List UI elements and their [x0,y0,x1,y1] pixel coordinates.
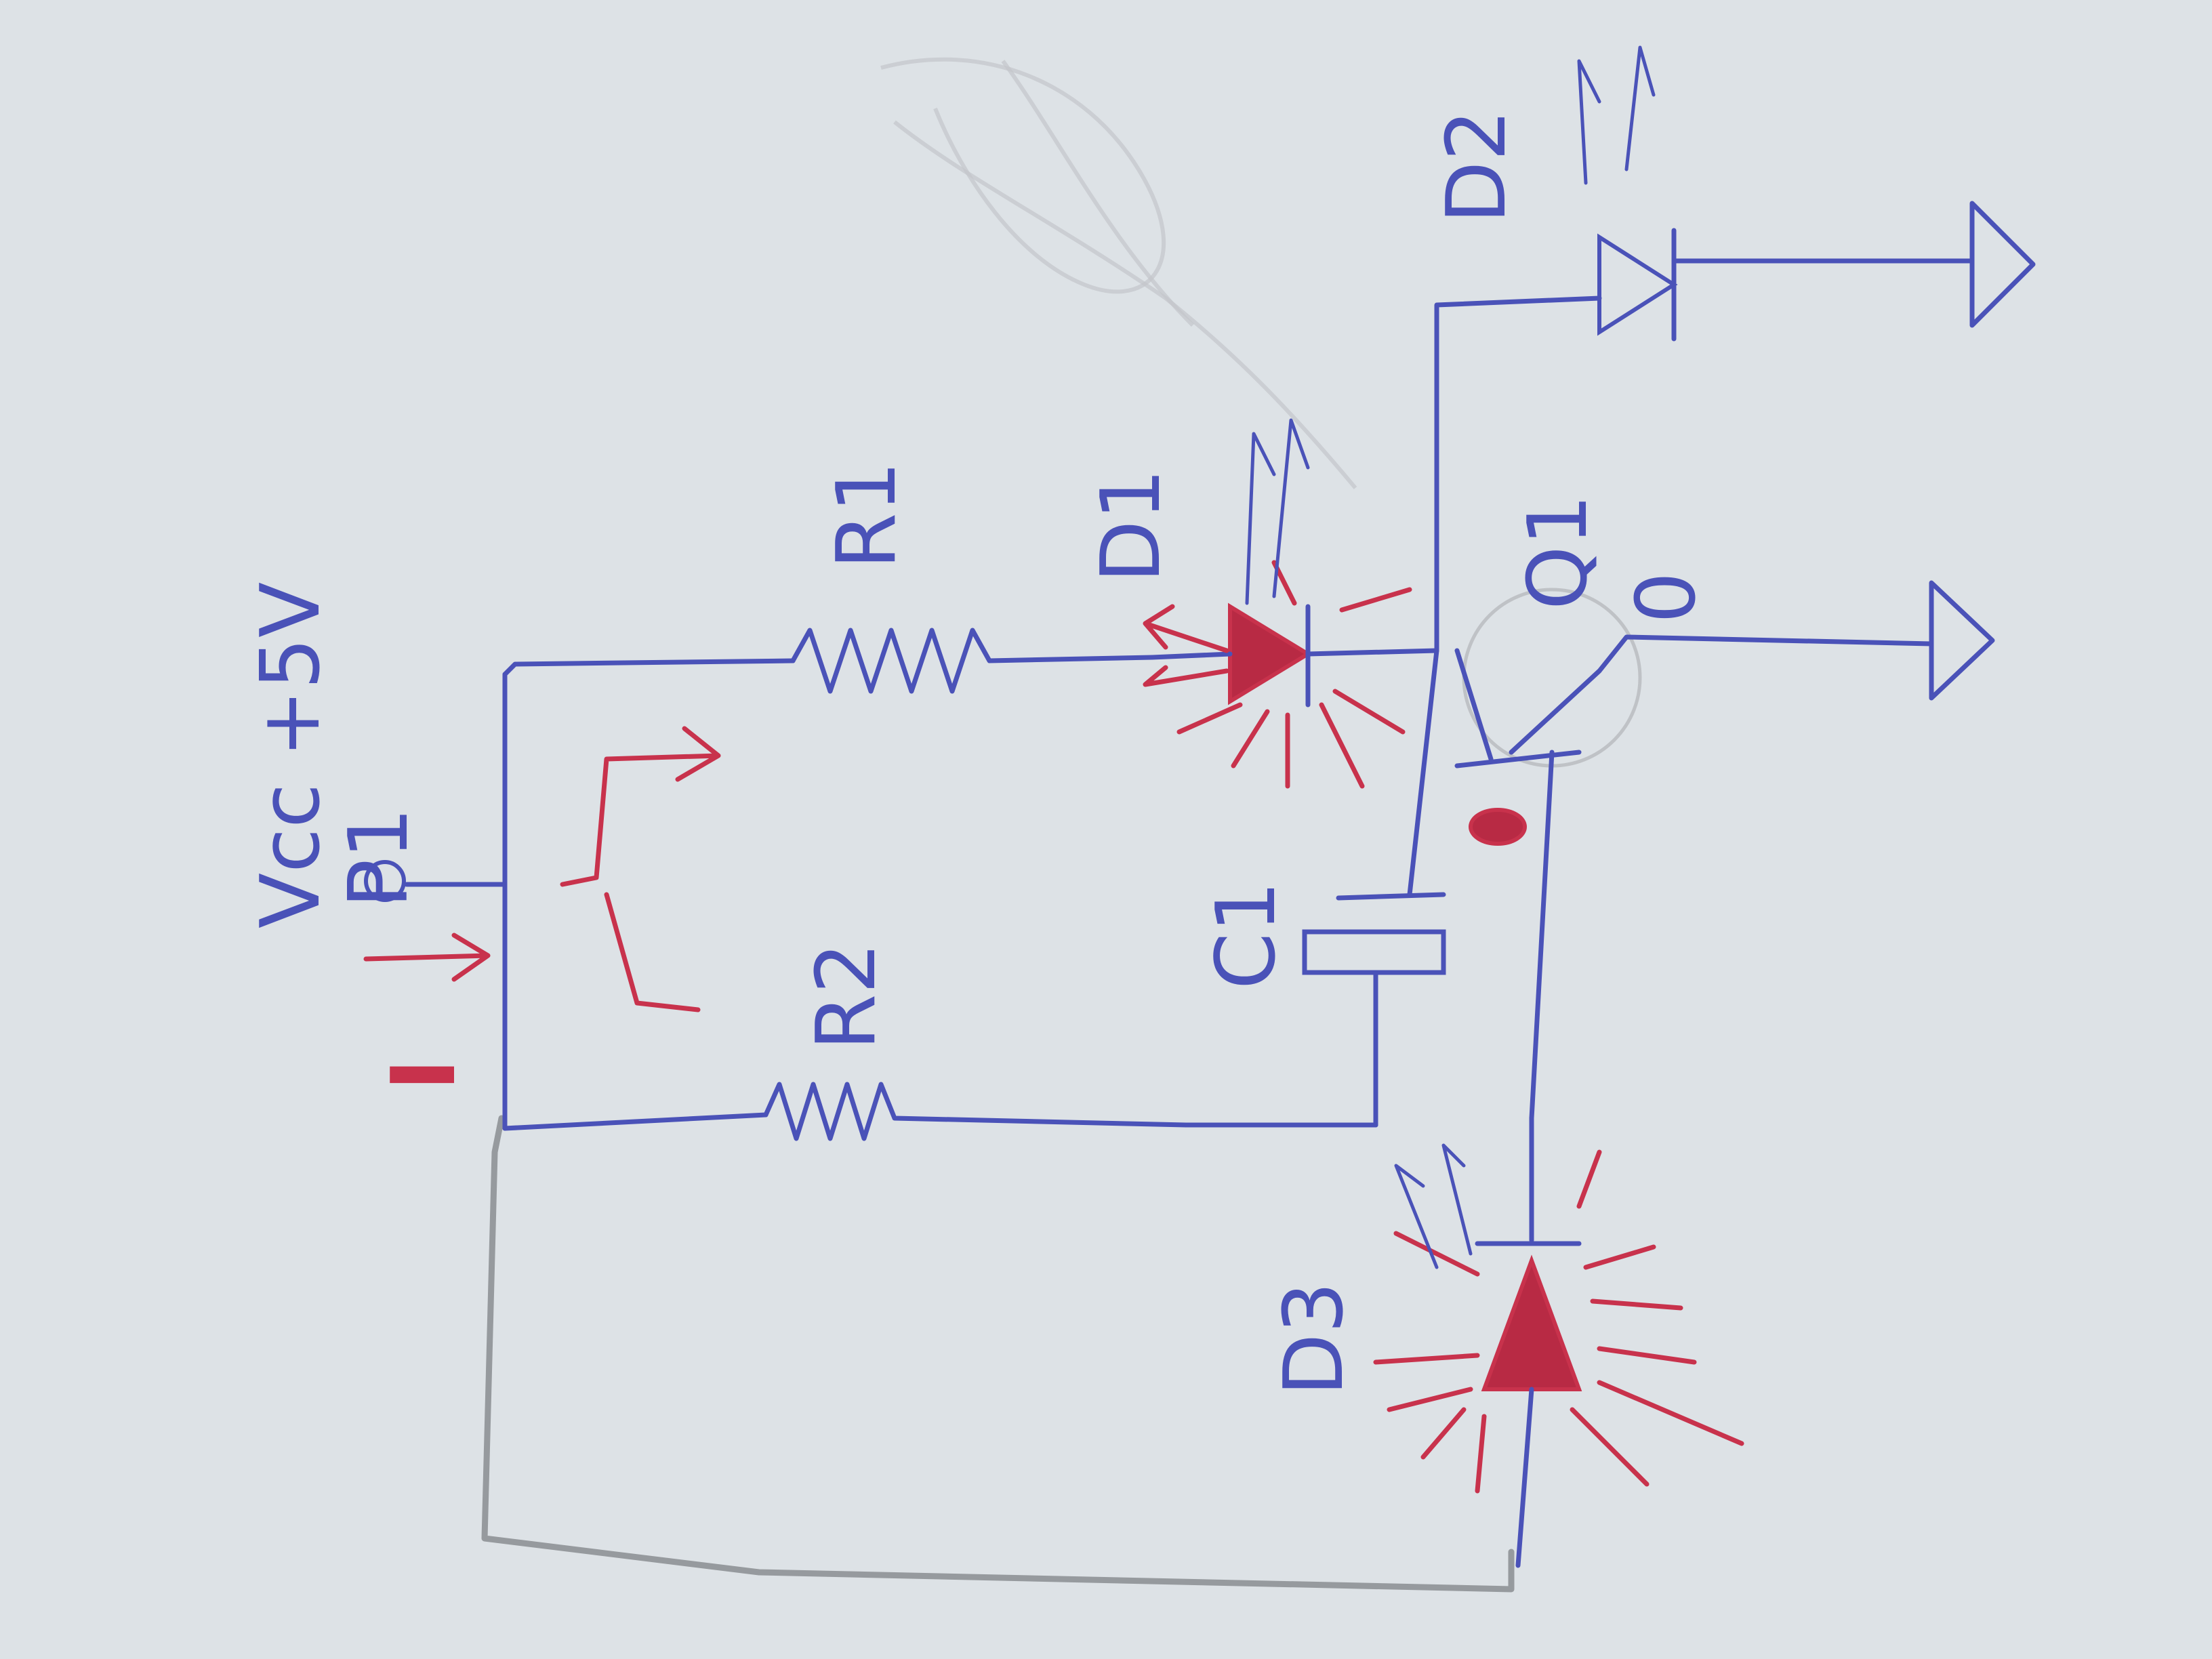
d3-light-arrows [1373,1149,1744,1494]
current-label: I [372,1059,475,1091]
q1-base-mark [1469,808,1527,846]
p1-terminal [364,860,406,902]
d3-label: D3 [1267,1282,1361,1396]
branch-current-arrow [560,726,721,1012]
d3-blue-arrows [1394,1143,1473,1269]
q1-terminal-label: 0 [1620,572,1714,623]
d3-led [1475,1115,1582,1568]
p1-label: P1 [332,807,426,908]
node-to-c1-wire [1407,648,1439,897]
background-sketch [880,57,1357,489]
input-current-arrow [363,933,491,982]
r1-label: R1 [820,461,914,569]
d2-led [1577,45,1975,342]
d1-blue-arrows [1245,418,1310,605]
r1-resistor [790,628,1155,694]
ground-return-wire [481,1115,1515,1593]
c1-label: C1 [1200,881,1294,989]
q1-label: Q1 [1511,494,1605,610]
d1-label: D1 [1084,468,1179,583]
d1-led [1149,602,1439,708]
d2-label: D2 [1430,109,1524,224]
node-vertical-wire [1434,295,1602,653]
r2-label: R2 [800,942,894,1050]
bottom-rail-wire [502,1112,769,1131]
r2-resistor [763,1082,1378,1141]
vcc-label: Vcc +5V [244,582,338,928]
d1-light-arrows [1143,560,1412,789]
c1-capacitor [1302,892,1446,1128]
q1-output-arrow [1929,580,1995,701]
q1-transistor [1454,588,1934,1121]
top-rail-wire [502,658,796,677]
d2-output-arrow [1969,201,2036,328]
